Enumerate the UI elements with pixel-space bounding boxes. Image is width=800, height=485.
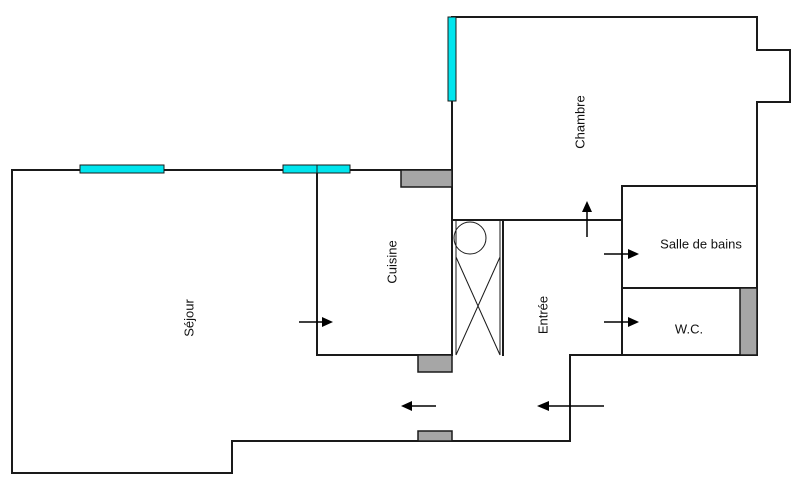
bathroom-wall — [621, 185, 758, 356]
kitchen-block-bottom — [417, 354, 453, 373]
arrow-right-wc — [604, 317, 639, 327]
window-chambre — [447, 16, 457, 102]
room-label-wc: W.C. — [675, 321, 703, 336]
window-sejour — [79, 164, 165, 174]
arrow-up-chambre — [582, 201, 592, 237]
room-label-entree: Entrée — [535, 296, 550, 334]
room-label-sejour: Séjour — [181, 299, 196, 337]
wc-block — [739, 287, 758, 356]
arrow-left-entrance — [537, 401, 604, 411]
arrow-left-sejour — [401, 401, 436, 411]
room-label-salle-de-bains: Salle de bains — [660, 236, 742, 251]
duct-shaft — [453, 220, 501, 356]
kitchen-wall — [316, 169, 453, 356]
room-label-chambre: Chambre — [572, 95, 587, 148]
outer-wall — [11, 16, 791, 474]
entrance-block — [417, 430, 453, 442]
room-label-cuisine: Cuisine — [384, 240, 399, 283]
kitchen-block-top — [400, 169, 453, 188]
arrow-right-bathroom — [604, 249, 639, 259]
arrow-right-kitchen — [299, 317, 333, 327]
